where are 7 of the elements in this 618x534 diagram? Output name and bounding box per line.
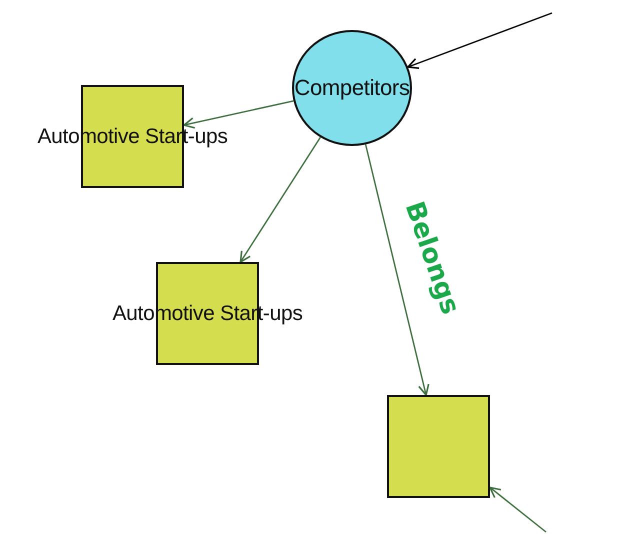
arrow	[407, 12, 552, 69]
arrow	[240, 136, 321, 263]
arrow	[183, 100, 294, 129]
square-node	[387, 395, 490, 498]
arrow	[489, 486, 546, 533]
node-label: Competitors	[294, 75, 410, 101]
arrow	[364, 144, 430, 396]
